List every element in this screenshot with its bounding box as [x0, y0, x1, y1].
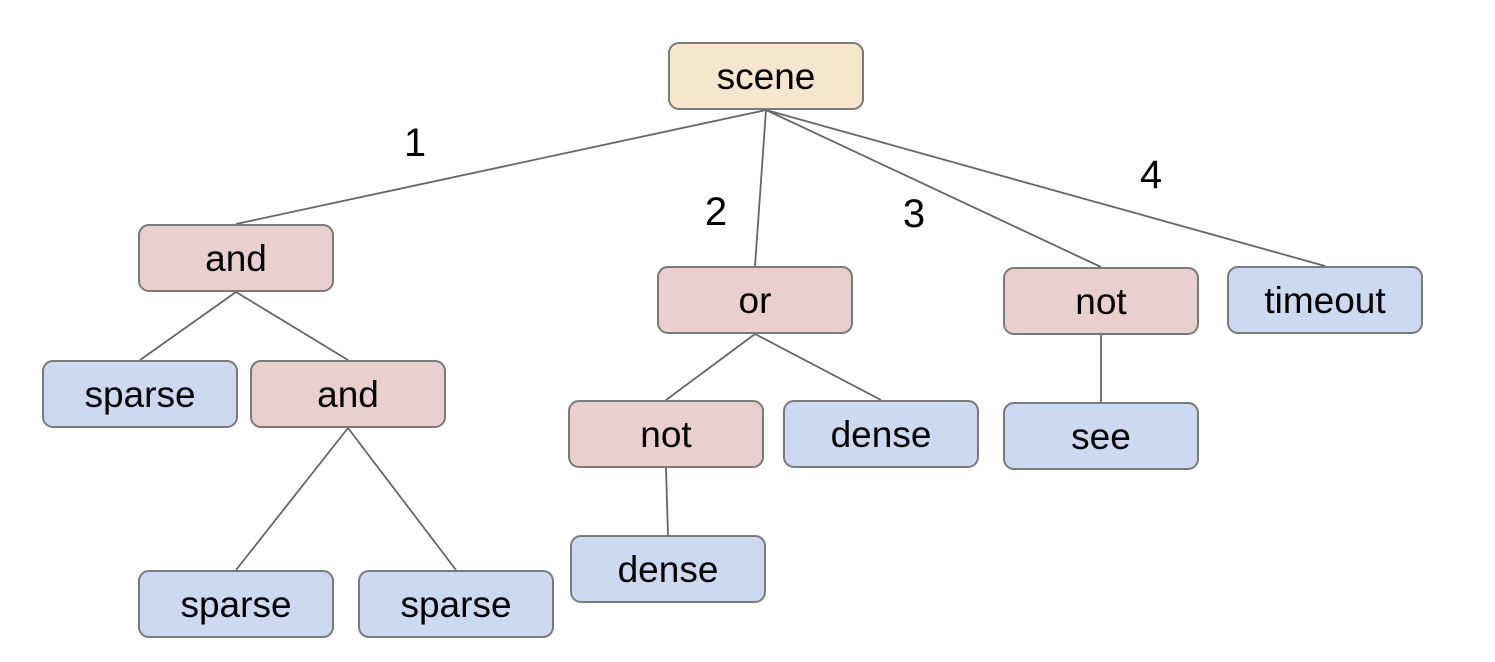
edge-and-2-sparse-2: [235, 427, 349, 571]
node-dense-1: dense: [783, 400, 979, 468]
node-scene: scene: [668, 42, 864, 110]
node-or-1: or: [657, 266, 853, 334]
node-and-2: and: [250, 360, 446, 428]
node-not-2: not: [568, 400, 764, 468]
edge-or-1-dense-1: [754, 333, 882, 401]
edge-not-2-dense-2: [665, 467, 669, 536]
node-dense-2: dense: [570, 535, 766, 603]
node-and-1: and: [138, 224, 334, 292]
edge-and-1-and-2: [235, 291, 349, 361]
edge-and-2-sparse-3: [347, 427, 457, 571]
node-not-1: not: [1003, 267, 1199, 335]
node-sparse-1: sparse: [42, 360, 238, 428]
edge-label-3: 3: [902, 192, 926, 236]
node-sparse-2: sparse: [138, 570, 334, 638]
edge-scene-timeout-1: [765, 109, 1326, 267]
edge-label-4: 4: [1139, 153, 1163, 197]
edge-scene-or-1: [754, 109, 767, 267]
edge-scene-not-1: [765, 109, 1102, 268]
edge-or-1-not-2: [665, 333, 756, 401]
node-timeout-1: timeout: [1227, 266, 1423, 334]
edge-and-1-sparse-1: [139, 291, 237, 361]
node-see-1: see: [1003, 402, 1199, 470]
edge-label-1: 1: [403, 121, 427, 165]
edge-label-2: 2: [704, 190, 728, 234]
edge-scene-and-1: [235, 109, 767, 225]
node-sparse-3: sparse: [358, 570, 554, 638]
